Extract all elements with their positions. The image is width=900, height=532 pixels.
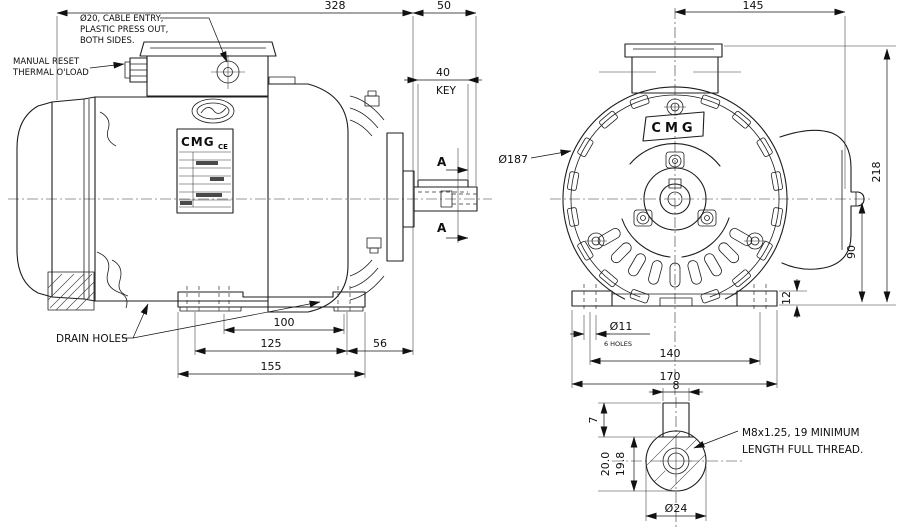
dim-overall-height: 218 xyxy=(870,162,883,183)
key-label: KEY xyxy=(436,85,457,97)
terminal-box-front xyxy=(599,43,741,94)
mounting-feet-front xyxy=(571,284,778,312)
cable-entry-line2: PLASTIC PRESS OUT, xyxy=(80,25,168,35)
dim-hole-cross-pitch: 140 xyxy=(660,347,681,360)
dim-centre-to-box: 145 xyxy=(743,0,764,12)
dim-foot-length: 155 xyxy=(261,360,282,373)
dim-overall-length: 328 xyxy=(325,0,346,12)
thermal-overload-button xyxy=(124,57,148,83)
dim-keyway-min: 19.8 xyxy=(614,452,627,477)
capacitor-cover xyxy=(779,129,865,270)
dim-key-width: 8 xyxy=(673,379,680,392)
section-line-a: A A xyxy=(437,148,469,243)
nameplate: CMG CE xyxy=(176,128,234,214)
fan-cowl-front: CMG xyxy=(562,86,788,304)
cowl-intake-slots xyxy=(597,228,753,288)
cable-entry-line1: Ø20, CABLE ENTRY, xyxy=(80,13,163,24)
shaft-section-detail: 8 7 20.0 19.8 Ø24 M8x1.25, 19 MINIMUM LE… xyxy=(587,379,863,530)
drive-endshield xyxy=(267,76,415,313)
dim-foot-width: 170 xyxy=(660,370,681,383)
dim-shaft-to-foot: 56 xyxy=(373,337,387,350)
front-view: CMG xyxy=(498,0,896,395)
cable-entry-line3: BOTH SIDES. xyxy=(80,36,135,46)
ce-mark: CE xyxy=(218,143,228,151)
dim-shaft-extension: 50 xyxy=(437,0,451,12)
oval-badge xyxy=(191,98,235,124)
bearing-boss xyxy=(633,151,717,231)
thermal-line2: THERMAL O'LOAD xyxy=(12,68,89,78)
cowl-rim-slots xyxy=(566,94,784,304)
side-dimensions: 328 50 40 KEY 100 125 56 155 xyxy=(56,0,482,378)
drain-lug xyxy=(47,271,95,311)
dim-foot-thickness: 12 xyxy=(780,291,793,305)
dim-cowl-dia: Ø187 xyxy=(498,153,528,166)
drain-holes-label: DRAIN HOLES xyxy=(56,333,128,345)
cowl-screws xyxy=(585,98,766,250)
side-view: CMG CE xyxy=(8,0,492,378)
dim-foot-span: 125 xyxy=(261,337,282,350)
thermal-note: MANUAL RESET THERMAL O'LOAD xyxy=(12,57,125,78)
front-dimensions: 145 218 90 12 Ø11 6 HOLES 140 xyxy=(498,0,896,388)
nameplate-logo: CMG xyxy=(181,135,215,149)
mounting-feet-side xyxy=(177,286,366,313)
holes-count-label: 6 HOLES xyxy=(604,340,632,348)
dim-key-length: 40 xyxy=(436,66,450,79)
section-label-bottom: A xyxy=(437,221,447,235)
dim-hole-dia: Ø11 xyxy=(610,320,633,333)
cable-entry-note: Ø20, CABLE ENTRY, PLASTIC PRESS OUT, BOT… xyxy=(80,13,228,63)
thread-note-line1: M8x1.25, 19 MINIMUM xyxy=(742,427,860,439)
dim-keyway-max: 20.0 xyxy=(599,452,612,477)
shaft-end-front xyxy=(659,178,691,215)
fan-logo-plate: CMG xyxy=(642,111,705,142)
motor-body xyxy=(94,83,269,313)
dim-shaft-height: 90 xyxy=(845,245,858,259)
output-shaft xyxy=(413,179,478,212)
dim-foot-hole-pitch: 100 xyxy=(274,316,295,329)
fan-cowl xyxy=(16,96,96,302)
shaft-detail-dimensions: 8 7 20.0 19.8 Ø24 M8x1.25, 19 MINIMUM LE… xyxy=(587,379,863,521)
dim-shaft-dia: Ø24 xyxy=(665,502,688,515)
dim-key-height: 7 xyxy=(587,417,600,424)
drain-holes-note: DRAIN HOLES xyxy=(56,300,321,345)
fan-logo: CMG xyxy=(651,121,696,136)
lid-screw xyxy=(211,55,245,89)
section-label-top: A xyxy=(437,155,447,169)
thread-note-line2: LENGTH FULL THREAD. xyxy=(742,444,863,456)
thermal-line1: MANUAL RESET xyxy=(13,57,80,67)
terminal-box xyxy=(124,41,277,97)
